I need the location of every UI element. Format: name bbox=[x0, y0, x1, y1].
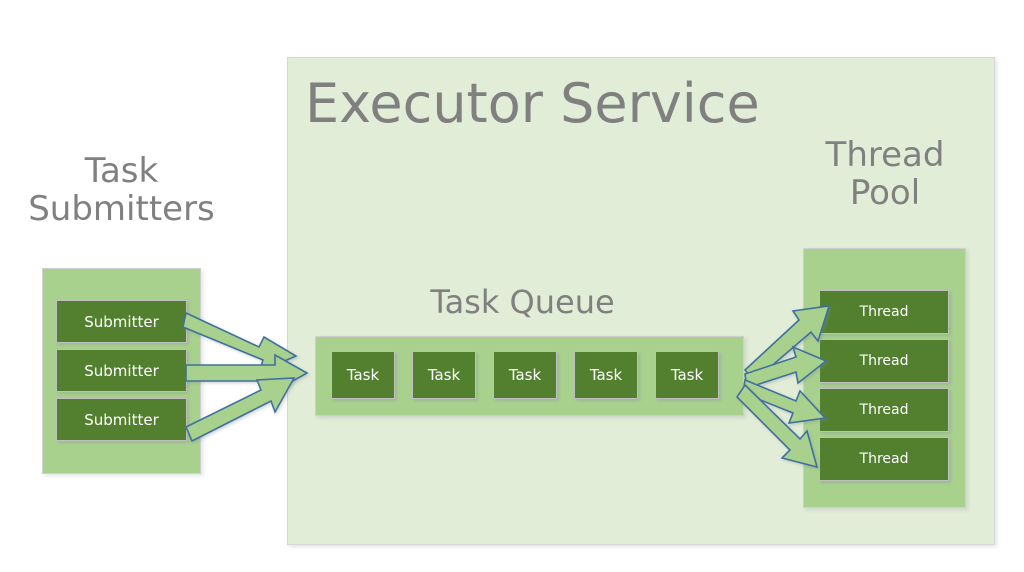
task-chip[interactable]: Task bbox=[331, 351, 395, 399]
submitter-chip[interactable]: Submitter bbox=[56, 300, 187, 343]
task-chip[interactable]: Task bbox=[412, 351, 476, 399]
thread-chip[interactable]: Thread bbox=[819, 437, 949, 481]
task-chip[interactable]: Task bbox=[493, 351, 557, 399]
thread-chip[interactable]: Thread bbox=[819, 339, 949, 383]
thread-chip[interactable]: Thread bbox=[819, 290, 949, 334]
executor-service-title: Executor Service bbox=[305, 72, 760, 135]
submitter-chip[interactable]: Submitter bbox=[56, 349, 187, 392]
thread-pool-title: Thread Pool bbox=[825, 135, 945, 214]
task-chip[interactable]: Task bbox=[655, 351, 719, 399]
submitter-chip[interactable]: Submitter bbox=[56, 398, 187, 441]
task-submitters-title: Task Submitters bbox=[28, 151, 215, 230]
thread-chip[interactable]: Thread bbox=[819, 388, 949, 432]
arrow-submitter-to-queue bbox=[184, 377, 296, 443]
task-chip[interactable]: Task bbox=[574, 351, 638, 399]
task-queue-title: Task Queue bbox=[430, 283, 615, 321]
